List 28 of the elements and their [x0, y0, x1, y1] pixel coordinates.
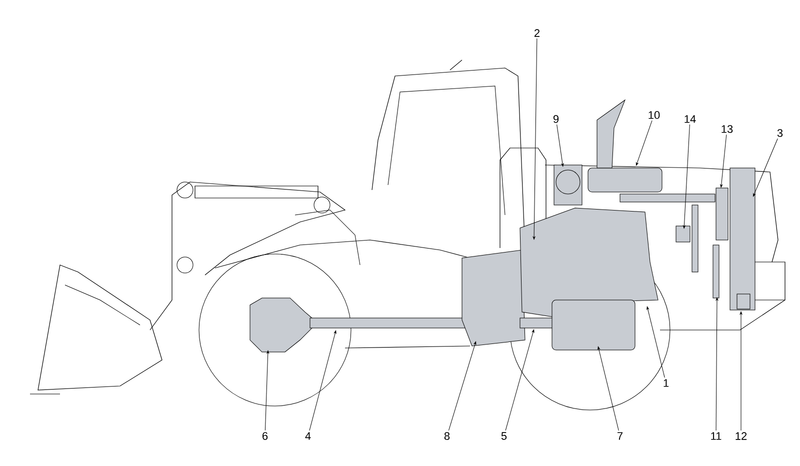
leader-line	[264, 350, 270, 431]
callout-number: 13	[722, 125, 733, 133]
callout-number: 3	[777, 129, 783, 137]
callout-number: 6	[262, 432, 268, 440]
callout-number: 1	[664, 379, 669, 387]
callout-number: 14	[684, 115, 696, 123]
callout-number: 7	[618, 432, 623, 440]
leader-line	[720, 134, 727, 188]
leader-line	[448, 341, 476, 431]
callout-number: 9	[553, 115, 559, 123]
leader-line	[556, 124, 564, 167]
callout-number: 2	[534, 29, 540, 37]
leader-line	[505, 329, 534, 431]
leader-line	[740, 311, 742, 431]
leader-line	[636, 120, 652, 166]
callout-number: 12	[736, 432, 747, 440]
leader-line	[716, 297, 718, 431]
leader-line	[532, 38, 538, 240]
callout-number: 5	[501, 432, 507, 440]
callout-number: 11	[711, 432, 722, 440]
callout-number: 4	[305, 432, 311, 440]
leader-line	[646, 306, 665, 378]
leader-line	[598, 346, 619, 431]
leader-line	[309, 330, 336, 431]
callout-number: 8	[444, 432, 450, 440]
leader-line	[753, 138, 778, 197]
leader-line	[683, 124, 690, 229]
callout-number: 10	[648, 111, 660, 119]
